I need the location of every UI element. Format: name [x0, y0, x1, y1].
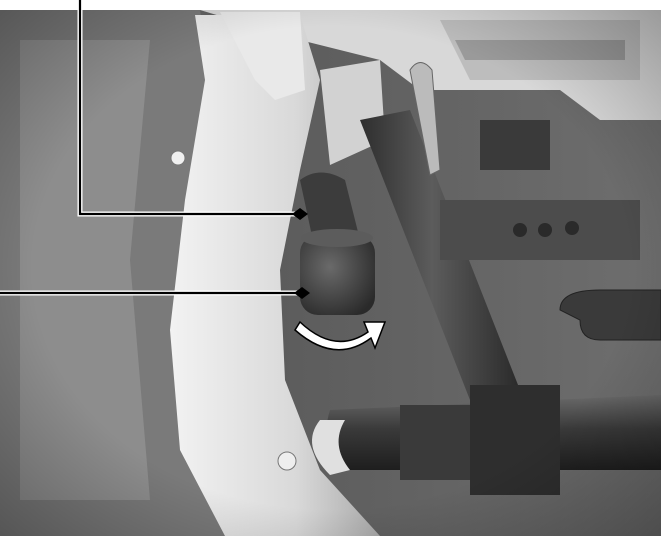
- top-strip: [0, 0, 661, 10]
- leader-line-lower: [0, 287, 310, 299]
- leader-line-upper: [77, 0, 308, 220]
